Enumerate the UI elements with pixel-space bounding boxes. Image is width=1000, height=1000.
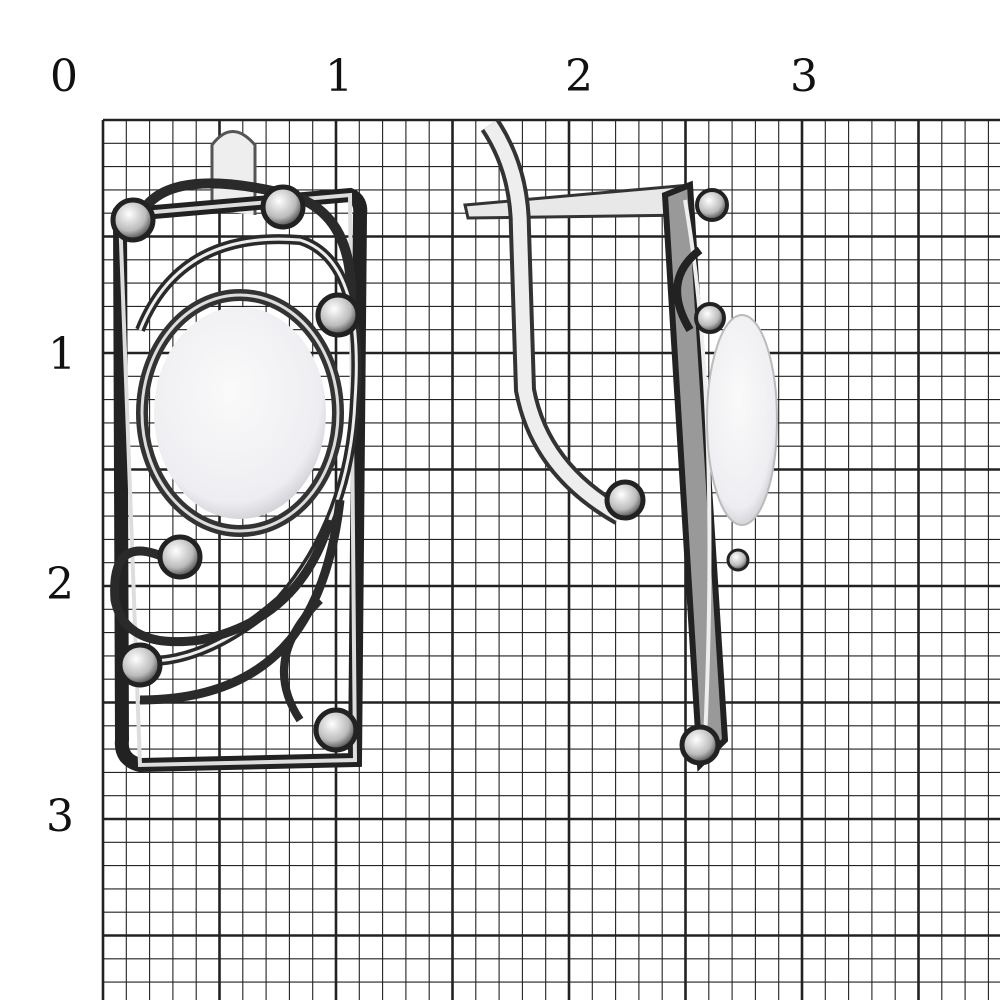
x-label-1: 1 [325, 51, 353, 102]
side-stone [706, 314, 778, 526]
side-earring [463, 118, 778, 772]
y-label-1: 1 [48, 329, 76, 380]
front-earring [110, 130, 368, 773]
y-label-3: 3 [46, 791, 74, 842]
x-label-3: 3 [790, 51, 818, 102]
x-label-0: 0 [50, 51, 78, 102]
y-label-2: 2 [46, 559, 74, 610]
front-stone [154, 307, 326, 519]
x-label-2: 2 [565, 51, 593, 102]
